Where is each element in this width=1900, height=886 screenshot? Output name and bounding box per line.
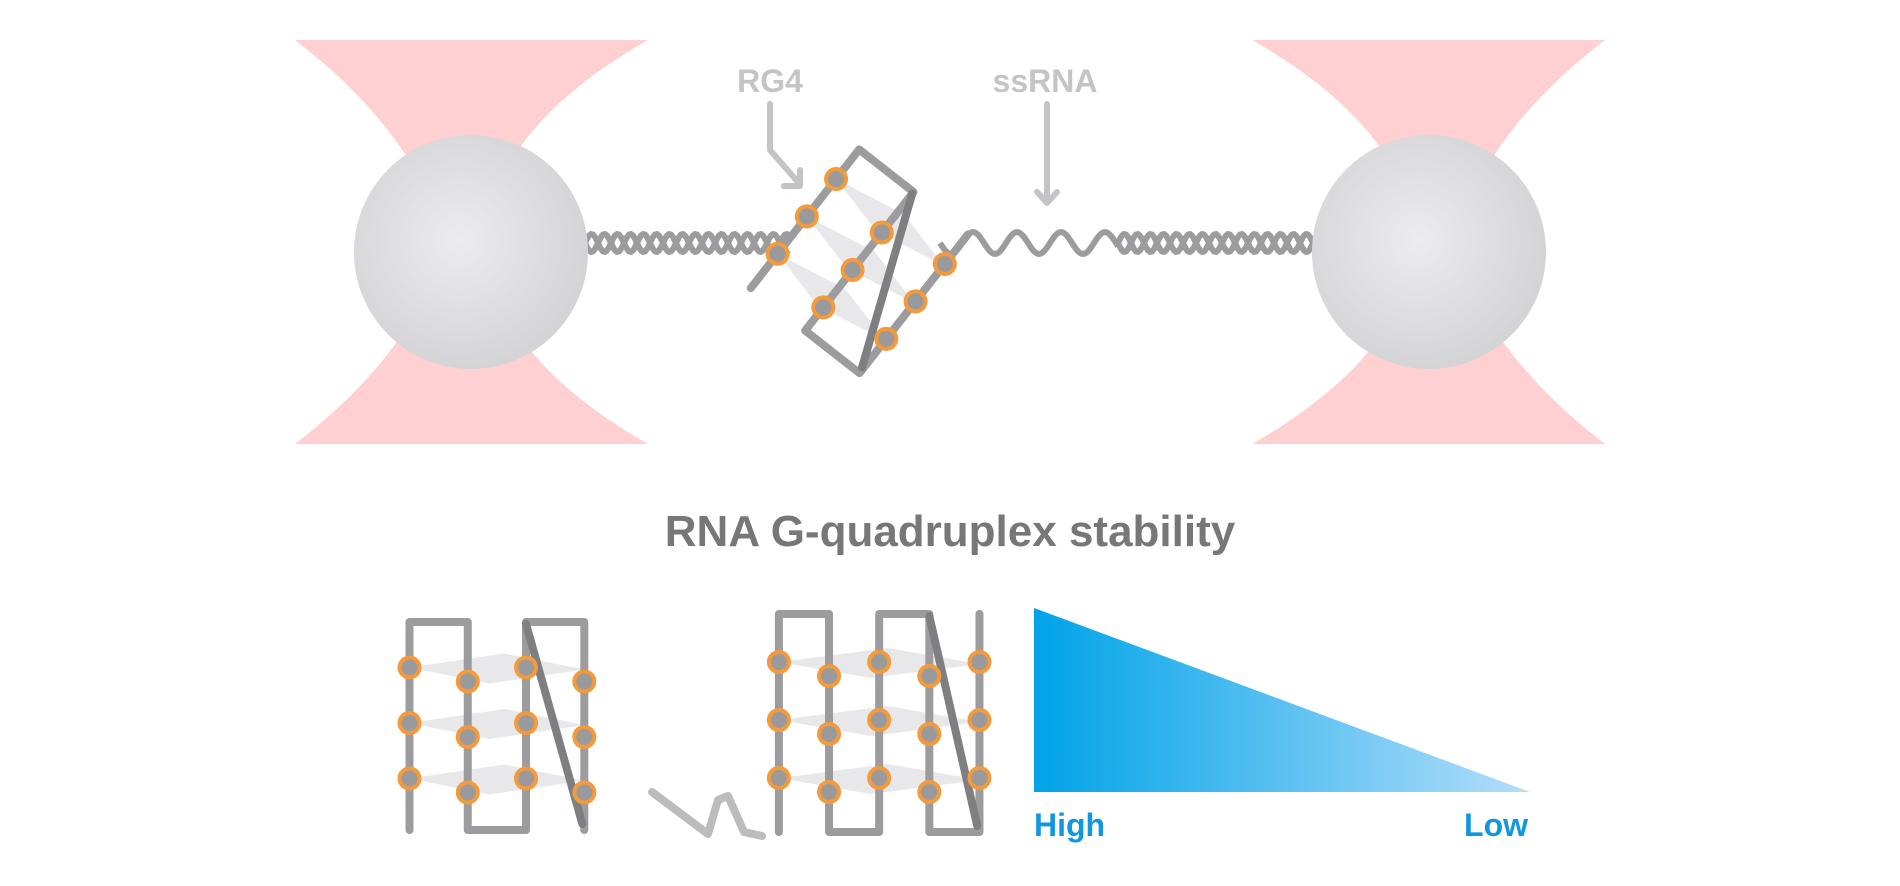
guanine [917,664,942,688]
guanine [765,241,790,266]
guanine [867,650,892,674]
guanine [514,711,539,735]
ssrna-loop [648,788,766,840]
guanine [514,766,539,791]
rg4-high-stability [397,618,597,834]
guanine [817,664,842,688]
rg4-low-stability [766,610,992,836]
guanine [766,766,791,790]
guanine [514,655,539,680]
guanine [766,708,791,732]
rg4-loop-strand [858,189,917,372]
ssrna-label: ssRNA [993,63,1098,99]
guanine [932,251,957,276]
guanine [572,725,597,749]
stability-wedge [1034,608,1530,792]
guanine [917,722,942,746]
guanine [967,650,992,674]
guanine [455,725,480,749]
rna-tether [582,229,1321,257]
stability-title: RNA G-quadruplex stability [665,507,1236,556]
bead-right [1312,135,1546,369]
guanine [817,780,842,804]
guanine [867,766,892,790]
guanine-plate [409,764,585,795]
guanine [824,167,849,192]
low-label: Low [1464,807,1528,843]
rg4-backbone [405,618,589,834]
guanine [455,780,480,805]
guanine [967,766,992,790]
rg4-loop-strand [925,612,982,830]
guanine [817,722,842,746]
rg4-arrow [767,101,801,185]
guanine [874,326,899,351]
optical-trap-right [1252,40,1605,444]
duplex-strand [582,230,791,256]
guanine [869,220,894,245]
guanine [397,711,422,735]
guanine [766,650,791,674]
guanine [811,295,836,320]
guanine [840,257,865,282]
ssrna-arrowhead [1034,189,1060,206]
guanine [397,655,422,680]
rg4-label: RG4 [737,63,803,99]
guanine [917,780,942,804]
guanine [572,780,597,805]
high-label: High [1034,807,1105,843]
guanine [967,708,992,732]
rg4-structure [746,145,972,378]
duplex-strand [1115,230,1321,256]
guanine [455,669,480,694]
duplex-strand [1115,230,1321,256]
rg4-arrowhead [781,167,803,189]
guanine-plate [409,709,585,739]
guanine [903,289,928,314]
guanine-plate [409,653,585,684]
guanine [572,669,597,694]
guanine [867,708,892,732]
guanine [794,204,819,229]
optical-trap-left [295,40,648,444]
bead-left [354,135,588,369]
guanine [397,766,422,791]
